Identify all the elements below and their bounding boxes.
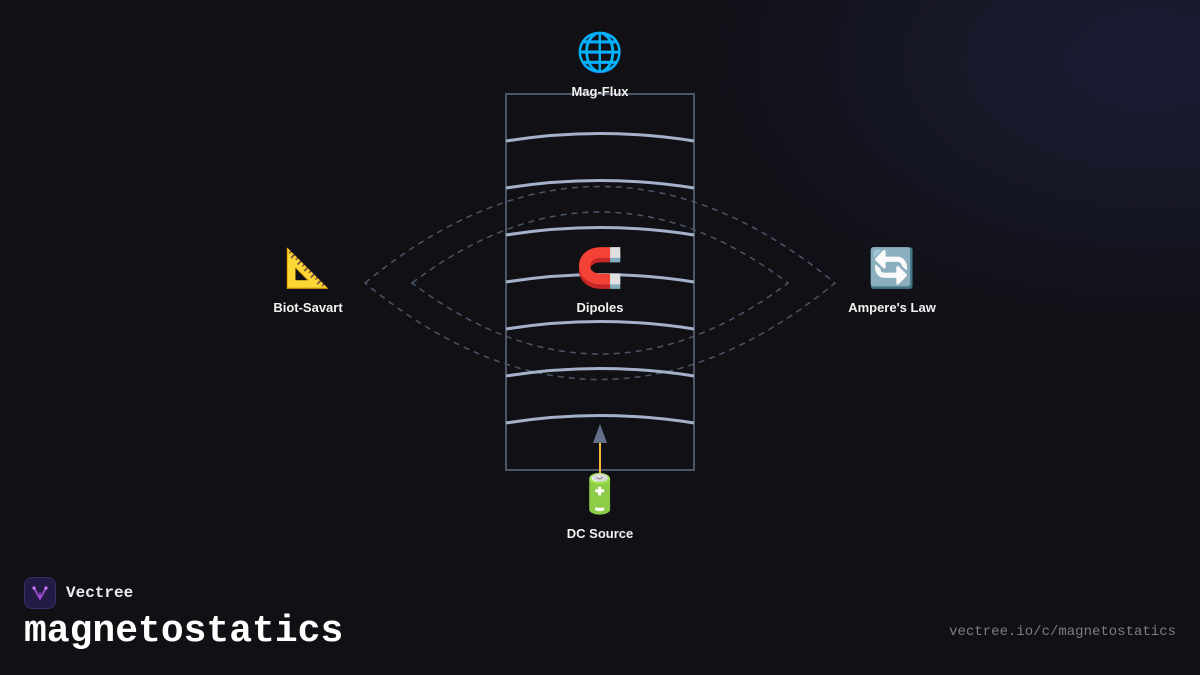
node-amperes-law[interactable]: 🔄 Ampere's Law	[812, 246, 972, 315]
node-label: Biot-Savart	[273, 300, 343, 315]
coil-turn	[505, 132, 695, 143]
field-line-outer	[363, 185, 837, 381]
coil-turn	[505, 367, 695, 378]
node-label: Mag-Flux	[571, 84, 629, 99]
battery-icon: 🔋	[576, 472, 624, 516]
triangular-ruler-icon: 📐	[284, 246, 332, 290]
vectree-logo-icon	[24, 577, 56, 609]
node-dipoles[interactable]: 🧲 Dipoles	[520, 246, 680, 315]
node-mag-flux[interactable]: 🌐 Mag-Flux	[520, 30, 680, 99]
coil-turn	[505, 414, 695, 425]
current-arrow-head	[593, 424, 607, 443]
globe-icon: 🌐	[576, 30, 624, 74]
page-url[interactable]: vectree.io/c/magnetostatics	[949, 624, 1176, 640]
magnet-icon: 🧲	[576, 246, 624, 290]
node-label: Ampere's Law	[848, 300, 936, 315]
coil-turn	[505, 226, 695, 237]
counterclockwise-arrows-icon: 🔄	[868, 246, 916, 290]
node-label: Dipoles	[576, 300, 624, 315]
coil-turn	[505, 320, 695, 331]
node-biot-savart[interactable]: 📐 Biot-Savart	[228, 246, 388, 315]
node-dc-source[interactable]: 🔋 DC Source	[520, 472, 680, 541]
brand[interactable]: Vectree	[24, 577, 133, 609]
field-line-inner	[410, 211, 790, 355]
page-title: magnetostatics	[24, 610, 344, 653]
brand-name: Vectree	[66, 584, 134, 602]
node-label: DC Source	[566, 526, 634, 541]
coil-turn	[505, 179, 695, 190]
coil-turn	[505, 273, 695, 284]
